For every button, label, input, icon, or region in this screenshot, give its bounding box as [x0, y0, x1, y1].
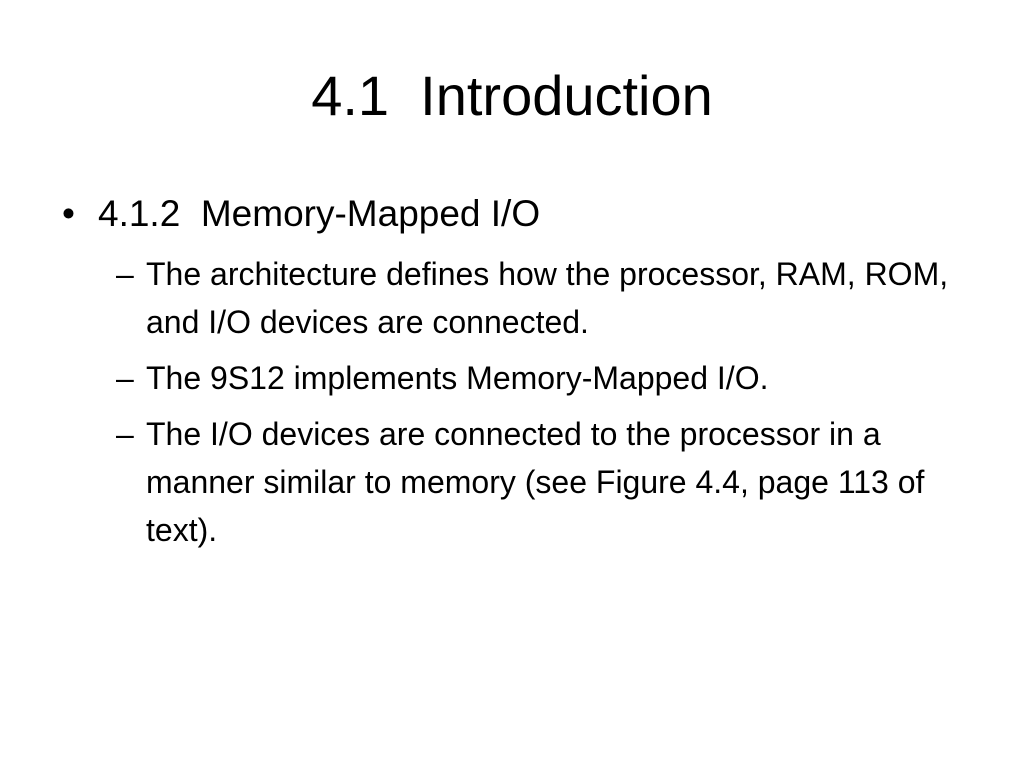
bullet-marker: • — [62, 193, 75, 234]
slide-title: 4.1 Introduction — [311, 64, 713, 127]
sub-bullet-item: – The 9S12 implements Memory-Mapped I/O. — [116, 354, 966, 402]
sub-bullet-item: – The architecture defines how the proce… — [116, 250, 966, 346]
bullet-text: 4.1.2 Memory-Mapped I/O — [98, 193, 541, 234]
sub-bullet-text: The I/O devices are connected to the pro… — [146, 416, 925, 548]
dash-marker: – — [116, 360, 134, 396]
dash-marker: – — [116, 256, 134, 292]
sub-bullet-text: The architecture defines how the process… — [146, 256, 949, 340]
sub-bullet-text: The 9S12 implements Memory-Mapped I/O. — [146, 360, 769, 396]
dash-marker: – — [116, 416, 134, 452]
sub-bullet-item: – The I/O devices are connected to the p… — [116, 410, 966, 554]
sub-bullet-list: – The architecture defines how the proce… — [116, 250, 966, 562]
bullet-item: • 4.1.2 Memory-Mapped I/O — [62, 188, 962, 240]
